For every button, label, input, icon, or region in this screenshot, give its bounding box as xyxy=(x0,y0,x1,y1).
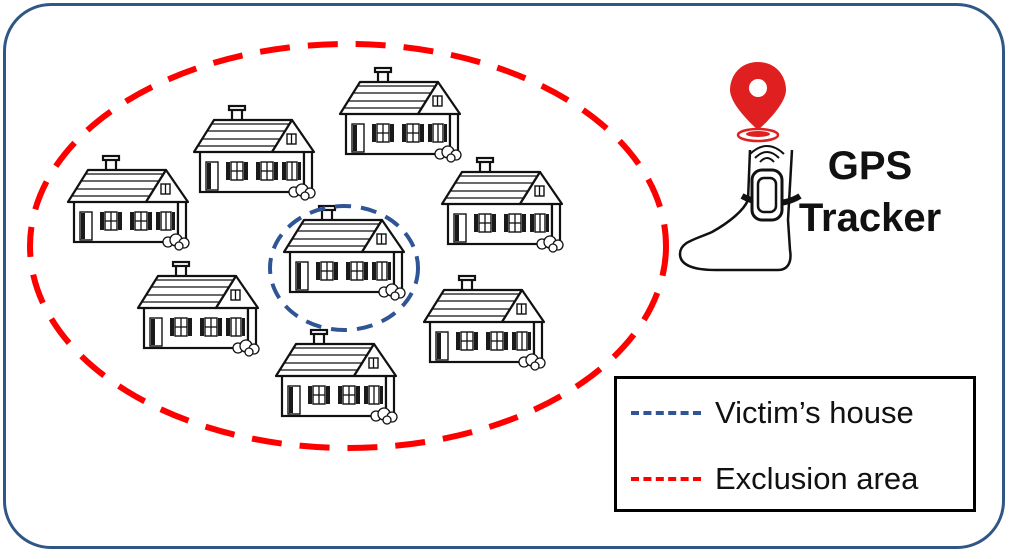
gps-tracker-label-line2: Tracker xyxy=(798,196,942,240)
legend-item-exclusion-area: Exclusion area xyxy=(631,461,918,497)
gps-tracker-label: GPS Tracker xyxy=(790,140,950,244)
map-pin-icon xyxy=(730,62,786,143)
legend: Victim’s house Exclusion area xyxy=(614,376,976,512)
legend-swatch-exclusion-area xyxy=(631,477,701,481)
house-icon xyxy=(422,274,547,372)
gps-tracker-label-line1: GPS xyxy=(827,144,913,188)
ankle-monitor-icon xyxy=(678,145,802,272)
victim-house-boundary xyxy=(268,204,420,332)
exclusion-area-boundary xyxy=(27,41,669,451)
legend-item-victim-house: Victim’s house xyxy=(631,395,914,431)
house-icon xyxy=(440,156,565,254)
victim-house-icon xyxy=(282,204,407,302)
house-icon xyxy=(192,104,317,202)
house-icon xyxy=(66,154,191,252)
house-icon xyxy=(274,328,399,426)
legend-swatch-victim-house xyxy=(631,411,701,415)
legend-label-exclusion-area: Exclusion area xyxy=(715,461,919,496)
house-icon xyxy=(136,260,261,358)
legend-label-victim-house: Victim’s house xyxy=(715,395,914,430)
house-icon xyxy=(338,66,463,164)
